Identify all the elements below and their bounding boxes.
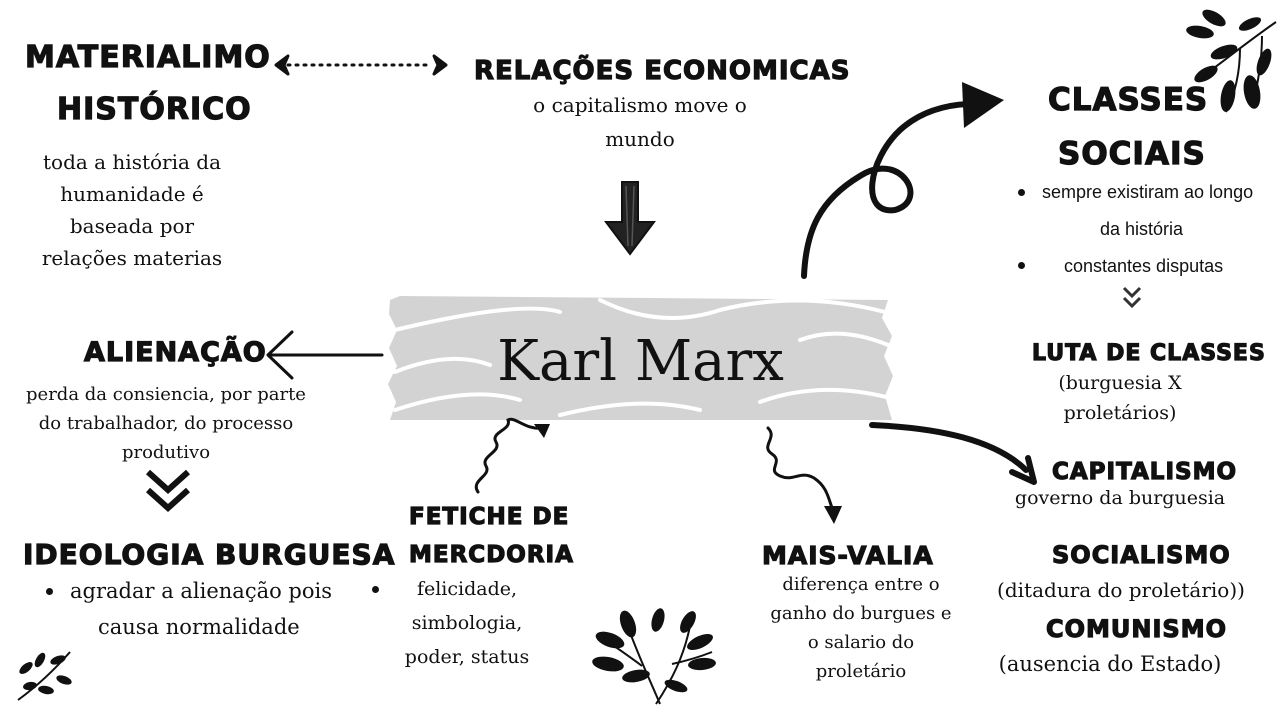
materialismo-title-line1: MATERIALIMO [24,39,271,75]
leaves-bottom-left-icon [17,651,72,701]
fetiche-bullet-item: felicidade, simbologia, poder, status [372,572,552,672]
double-chevron-right [1122,286,1142,309]
maisvalia-text-line: o salario do [807,632,915,653]
bullet-dot-icon [372,586,379,593]
bullet-dot-icon [46,588,53,595]
double-arrow-dotted [274,54,448,76]
fetiche-bullet-list: felicidade, simbologia, poder, status [372,572,552,672]
ideologia-bullet-list: agradar a alienação pois causa normalida… [40,574,360,646]
squiggle-arrow-up [474,417,550,494]
luta-title: LUTA DE CLASSES [1031,340,1266,366]
center-tape [388,296,893,420]
materialismo-title-line2: HISTÓRICO [56,91,252,127]
materialismo-text-line: humanidade é [60,182,204,206]
relacoes-text-line: mundo [605,127,675,151]
materialismo-text-line: relações materias [41,246,223,270]
fetiche-bullet-line: felicidade, [416,578,518,600]
classes-title-line2: SOCIAIS [1057,135,1206,172]
alienacao-text-line: do trabalhador, do processo [38,413,294,434]
alienacao-text: perda da consiencia, por parte do trabal… [16,380,316,467]
squiggle-arrow-down [766,426,842,524]
classes-bullet-item: constantes disputas [1012,250,1262,290]
maisvalia-text-line: diferença entre o [782,574,940,595]
center-title: Karl Marx [497,329,784,394]
classes-bullet-line1: constantes disputas [1064,256,1224,276]
classes-bullet-list: sempre existiram ao longo da história co… [1012,174,1262,290]
fetiche-bullet-line: simbologia, [411,612,523,634]
alienacao-text-line: perda da consiencia, por parte [26,384,306,405]
fetiche-title-line1: FETICHE DE [408,503,570,530]
materialismo-text-line: baseada por [69,214,195,238]
bullet-dot-icon [1018,262,1025,269]
maisvalia-text-line: proletário [815,661,907,682]
relacoes-text-line: o capitalismo move o [533,93,747,117]
classes-bullet-line1: sempre existiram ao longo [1042,182,1254,202]
materialismo-text-line: toda a história da [42,150,222,174]
relacoes-title: RELAÇÕES ECONOMICAS [473,55,851,86]
capitalismo-title: CAPITALISMO [1051,458,1238,485]
fetiche-bullet-line: poder, status [404,646,530,668]
alienacao-text-line: produtivo [121,442,211,463]
classes-bullet-item: sempre existiram ao longo da história [1012,174,1262,250]
materialismo-text: toda a história da humanidade é baseada … [22,146,242,274]
relacoes-text: o capitalismo move o mundo [500,88,780,156]
down-arrow-sketch [604,181,656,256]
bullet-dot-icon [1018,189,1025,196]
comunismo-title: COMUNISMO [1045,614,1227,643]
classes-bullet-line2: da história [1100,219,1184,239]
maisvalia-title: MAIS-VALIA [761,540,934,570]
ideologia-bullet-line1: agradar a alienação pois [70,579,332,603]
ideologia-bullet-item: agradar a alienação pois causa normalida… [40,574,360,646]
ideologia-title: IDEOLOGIA BURGUESA [22,537,396,571]
socialismo-text: (ditadura do proletário)) [997,578,1245,602]
alienacao-title: ALIENAÇÃO [83,336,267,368]
comunismo-text: (ausencia do Estado) [998,652,1222,676]
luta-text: (burguesia X proletários) [1058,372,1182,424]
socialismo-title: SOCIALISMO [1051,540,1231,569]
double-chevron-left [145,469,191,513]
maisvalia-text: diferença entre o ganho do burgues e o s… [752,570,970,686]
left-arrow [266,330,384,380]
fetiche-title-line2: MERCDORIA [408,541,574,568]
leaves-top-right-icon [1186,9,1277,113]
ideologia-bullet-line2: causa normalidade [98,615,300,639]
leaves-bottom-center-icon [592,608,716,705]
capitalismo-text: governo da burguesia [1014,487,1226,509]
curve-arrow-capitalismo [869,422,1037,485]
maisvalia-text-line: ganho do burgues e [770,603,952,624]
classes-title-line1: CLASSES [1047,81,1209,118]
loop-arrow [801,82,1004,279]
